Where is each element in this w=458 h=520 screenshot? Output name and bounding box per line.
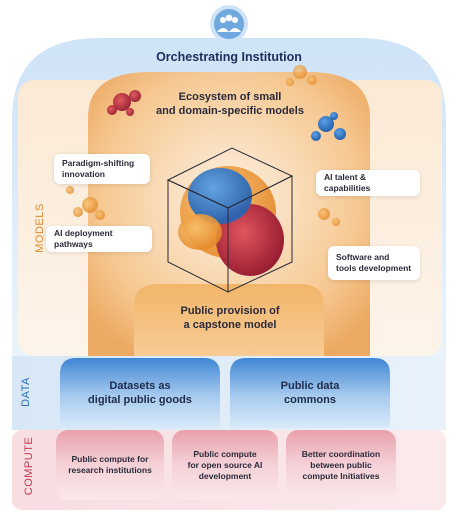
molecule-red-left — [107, 90, 141, 116]
compute-coordination: Better coordination between public compu… — [301, 448, 381, 481]
left-item-deployment-pathways: AI deployment pathways — [46, 226, 152, 252]
datasets-public-goods: Datasets as digital public goods — [88, 380, 192, 406]
ecosystem-label: Ecosystem of small and domain-specific m… — [156, 91, 304, 117]
compute-research-institutions: Public compute for research institutions — [68, 454, 152, 475]
capstone-model-label: Public provision of a capstone model — [180, 305, 280, 331]
compute-layer-label: COMPUTE — [23, 436, 35, 496]
right-item-talent: AI talent & capabilities — [316, 170, 420, 196]
right-item-software-tools: Software and tools development — [328, 246, 420, 280]
models-layer-label: MODELS — [34, 203, 46, 253]
orchestrating-institution-title: Orchestrating Institution — [156, 50, 302, 64]
compute-open-source-ai: Public compute for open source AI develo… — [187, 448, 263, 481]
people-group-icon — [210, 5, 248, 43]
left-item-innovation: Paradigm-shifting innovation — [54, 154, 150, 184]
molecule-blue-right — [311, 112, 346, 141]
public-data-commons: Public data commons — [280, 380, 340, 406]
molecule-orange-top-right — [286, 65, 317, 86]
data-layer-label: DATA — [20, 377, 32, 407]
molecule-orange-right — [318, 208, 340, 226]
model-cube-graphic — [166, 147, 294, 293]
molecule-orange-left — [66, 186, 105, 220]
